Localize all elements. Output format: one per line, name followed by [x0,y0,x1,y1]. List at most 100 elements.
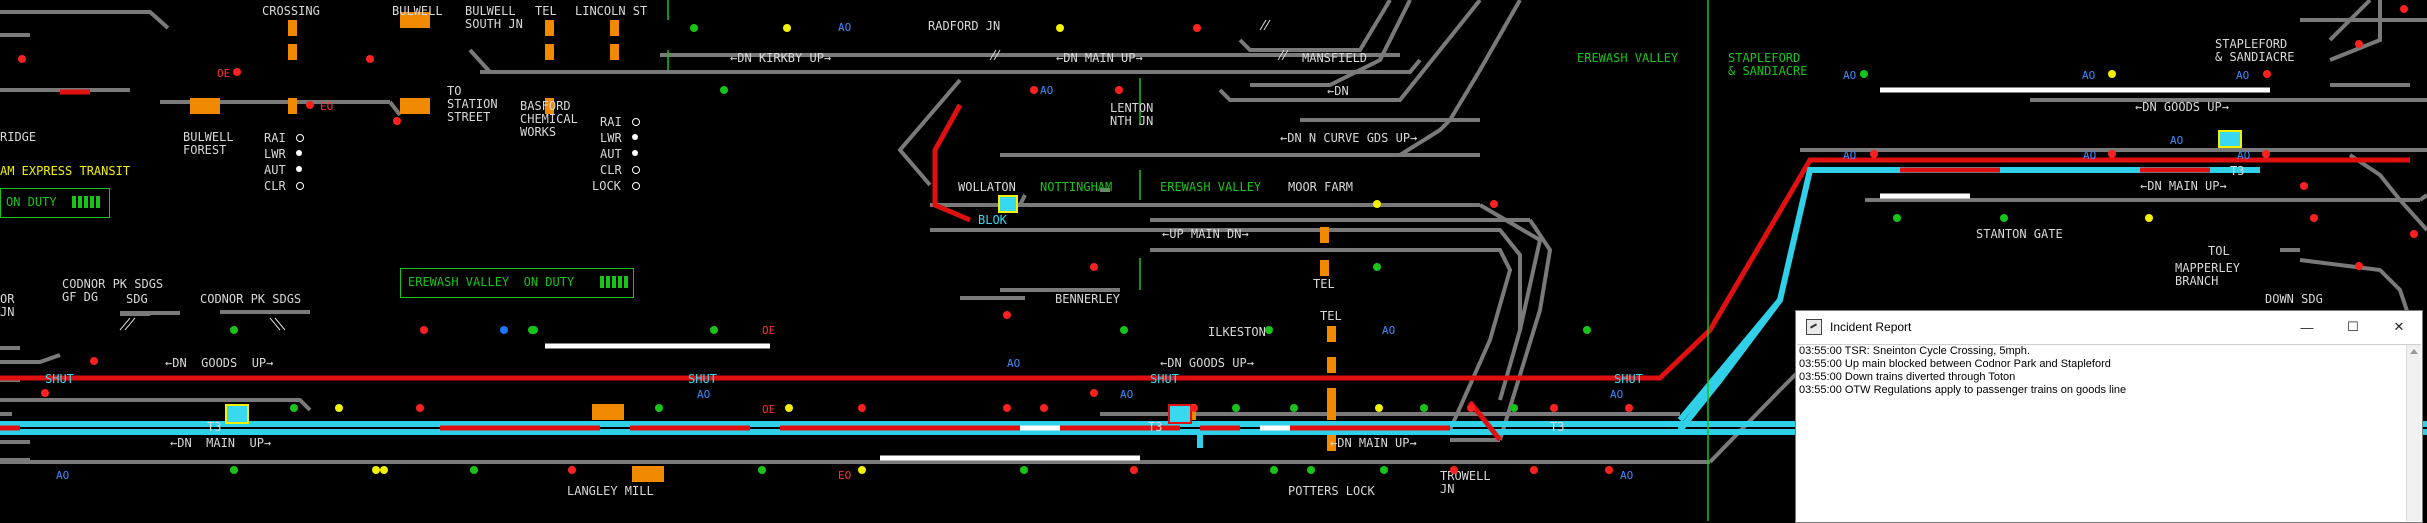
indicator-dot [632,182,640,190]
signal-red[interactable] [2400,5,2408,13]
signal-green[interactable] [1232,404,1240,412]
signal-red[interactable] [1090,389,1098,397]
signal-red[interactable] [2263,70,2271,78]
signal-red[interactable] [1003,404,1011,412]
train-describer[interactable] [998,195,1018,213]
signal-red[interactable] [233,68,241,76]
signal-yellow[interactable] [1375,404,1383,412]
signal-green[interactable] [1270,466,1278,474]
signal-green[interactable] [290,404,298,412]
signal-red[interactable] [1030,86,1038,94]
signal-yellow[interactable] [785,404,793,412]
indicator-dot [632,150,638,156]
signal-red[interactable] [1625,404,1633,412]
signal-red[interactable] [1190,404,1198,412]
signal-yellow[interactable] [783,24,791,32]
signal-green[interactable] [1020,466,1028,474]
signal-green[interactable] [1510,404,1518,412]
signal-red[interactable] [1193,24,1201,32]
signal-green[interactable] [1290,404,1298,412]
tag-ao: AO [2237,149,2251,162]
signal-red[interactable] [41,389,49,397]
signal-green[interactable] [528,326,536,334]
train-describer[interactable] [225,404,249,424]
signal-red[interactable] [2410,230,2418,238]
signal-red[interactable] [416,404,424,412]
signal-green[interactable] [230,326,238,334]
signal-yellow[interactable] [372,466,380,474]
label-dn-goods-up-mid: ←DN GOODS UP→ [1160,356,1254,370]
signal-red[interactable] [2108,150,2116,158]
signal-red[interactable] [1115,86,1123,94]
signal-green[interactable] [1860,70,1868,78]
track-circuit-block [1320,260,1329,276]
signal-red[interactable] [2300,182,2308,190]
signal-green[interactable] [690,24,698,32]
label-tol: TOL [2208,244,2230,258]
signal-green[interactable] [1583,326,1591,334]
signal-green[interactable] [1420,404,1428,412]
signal-green[interactable] [1373,263,1381,271]
signal-red[interactable] [420,326,428,334]
label-bennerley: BENNERLEY [1055,292,1121,306]
signal-red[interactable] [1467,404,1475,412]
label-dn-main-up-right: ←DN MAIN UP→ [2140,179,2227,193]
signal-red[interactable] [18,55,26,63]
incident-log[interactable]: 03:55:00 TSR: Sneinton Cycle Crossing, 5… [1797,344,2421,521]
label-basford: BASFORD CHEMICAL WORKS [520,99,578,139]
tag-ao: AO [1620,469,1634,482]
signal-red[interactable] [1040,404,1048,412]
maximize-button[interactable]: ☐ [2347,319,2359,334]
signal-yellow[interactable] [1056,24,1064,32]
signal-red[interactable] [1090,263,1098,271]
signal-red[interactable] [2262,150,2270,158]
minimize-button[interactable]: — [2300,319,2314,335]
signal-red[interactable] [1130,466,1138,474]
signal-red[interactable] [2310,214,2318,222]
signal-yellow[interactable] [2108,70,2116,78]
signal-red[interactable] [1490,200,1498,208]
signal-green[interactable] [1380,466,1388,474]
signal-red[interactable] [306,101,314,109]
signal-red[interactable] [2355,262,2363,270]
signal-green[interactable] [1120,326,1128,334]
signal-green[interactable] [1265,326,1273,334]
signal-red[interactable] [1450,466,1458,474]
signal-red[interactable] [568,466,576,474]
signal-red[interactable] [1550,404,1558,412]
signal-green[interactable] [655,404,663,412]
signal-red[interactable] [393,117,401,125]
signal-red[interactable] [1530,466,1538,474]
signal-green[interactable] [1307,466,1315,474]
incident-report-window[interactable]: Incident Report — ☐ ✕ 03:55:00 TSR: Snei… [1795,310,2423,523]
incident-window-titlebar[interactable]: Incident Report — ☐ ✕ [1796,311,2422,343]
signal-green[interactable] [1893,214,1901,222]
signal-blue[interactable] [500,326,508,334]
signal-red[interactable] [858,404,866,412]
train-describer[interactable] [1168,404,1192,424]
signal-yellow[interactable] [2145,214,2153,222]
signal-red[interactable] [1605,466,1613,474]
signal-green[interactable] [758,466,766,474]
signal-green[interactable] [720,86,728,94]
incident-scrollbar[interactable] [2406,345,2421,521]
signal-yellow[interactable] [335,404,343,412]
signal-green[interactable] [2000,214,2008,222]
signal-red[interactable] [1870,150,1878,158]
signal-yellow[interactable] [380,466,388,474]
signal-green[interactable] [470,466,478,474]
close-button[interactable]: ✕ [2393,319,2405,334]
train-describer[interactable] [2218,130,2242,148]
track-circuit-block [1327,326,1336,342]
signal-yellow[interactable] [858,466,866,474]
signal-red[interactable] [1003,311,1011,319]
track-circuit-block [1327,357,1336,373]
signal-green[interactable] [710,326,718,334]
label-lwr-2: LWR [600,131,622,145]
signal-green[interactable] [230,466,238,474]
signal-yellow[interactable] [1373,200,1381,208]
signal-red[interactable] [2355,40,2363,48]
signal-red[interactable] [366,55,374,63]
signal-red[interactable] [90,357,98,365]
